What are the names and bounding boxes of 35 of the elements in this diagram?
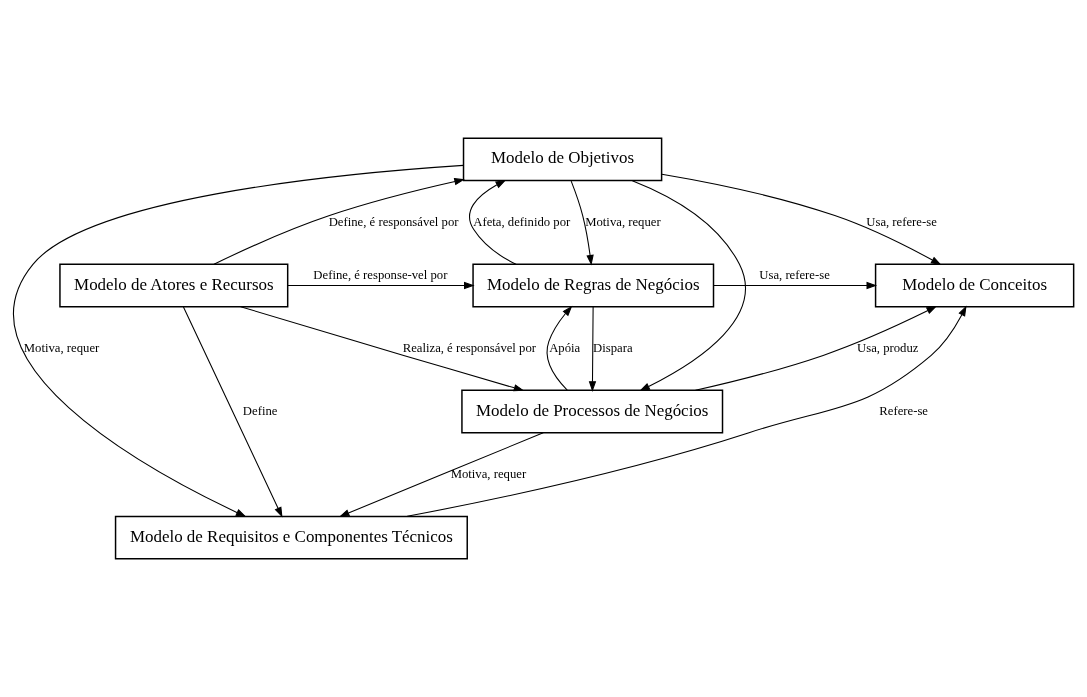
edge-label: Define, é responsável por [328, 214, 459, 229]
arrow [588, 306, 597, 392]
node-box: Modelo de Conceitos [874, 263, 1075, 308]
edge-label: Usa, refere-se [866, 214, 937, 229]
edge-label: Define [242, 403, 278, 418]
edge-label: Usa, produz [857, 340, 919, 355]
edge-label: Motiva, requer [585, 214, 661, 229]
arrow [240, 306, 525, 392]
node-box: Modelo de Objetivos [462, 137, 663, 182]
arrow [13, 164, 464, 517]
arrow [546, 305, 573, 391]
edge-label: Usa, refere-se [759, 267, 830, 282]
edge-label: Apóia [549, 340, 581, 355]
edge-label: Dispara [593, 340, 633, 355]
node-box: Modelo de Processos de Negócios [461, 389, 724, 434]
edge-label: Define, é response-vel por [313, 267, 448, 282]
arrow [469, 179, 517, 265]
node-box: Modelo de Requisitos e Componentes Técnicos [114, 515, 468, 560]
arrow [338, 432, 544, 517]
arrow [694, 306, 938, 391]
node-box: Modelo de Atores e Recursos [59, 263, 289, 308]
arrow [182, 306, 283, 518]
arrow [661, 173, 942, 266]
edge-label: Afeta, definido por [473, 214, 571, 229]
arrow [570, 180, 594, 266]
edge-label: Motiva, requer [23, 340, 100, 355]
edge-label: Realiza, é responsável por [402, 340, 537, 355]
arrow [713, 281, 878, 290]
arrow [631, 180, 746, 392]
edge-label: Motiva, requer [450, 466, 527, 481]
arrow [287, 281, 475, 290]
arrow [213, 178, 465, 265]
node-box: Modelo de Regras de Negócios [472, 263, 715, 308]
edge-label: Refere-se [879, 403, 928, 418]
arrow [406, 305, 967, 517]
